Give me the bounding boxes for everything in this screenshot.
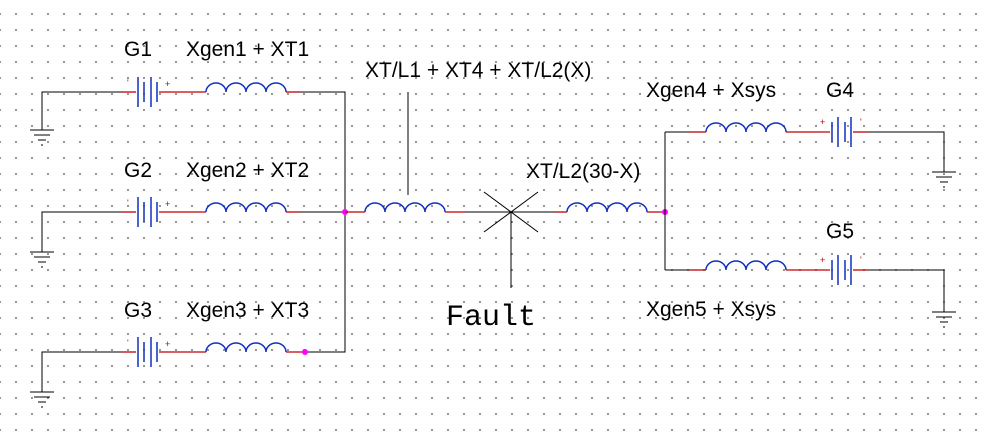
label-reactance-g5: Xgen5 + Xsys xyxy=(646,298,776,321)
battery-g4 xyxy=(831,117,852,147)
polarity-plus-g2: + xyxy=(165,199,170,209)
label-g4: G4 xyxy=(826,79,854,102)
polarity-minus-g1: ' xyxy=(127,78,129,88)
battery-g2 xyxy=(137,197,158,227)
branch-g5: + ' G5 Xgen5 + Xsys xyxy=(646,220,956,328)
polarity-minus-g3: ' xyxy=(127,338,129,348)
inductor-left-line xyxy=(364,202,446,213)
label-right-line: XT/L2(30-X) xyxy=(526,160,640,183)
label-reactance-g4: Xgen4 + Xsys xyxy=(646,79,776,102)
ground-g1 xyxy=(30,129,54,146)
polarity-minus-g5: ' xyxy=(860,255,862,265)
polarity-plus-g5: + xyxy=(820,255,825,265)
battery-g5 xyxy=(831,255,852,285)
label-fault: Fault xyxy=(446,301,536,335)
battery-g3 xyxy=(137,337,158,367)
polarity-plus-g3: + xyxy=(165,339,170,349)
inductor-right-line xyxy=(566,202,648,213)
polarity-plus-g1: + xyxy=(165,79,170,89)
fault-marker xyxy=(483,191,539,288)
branch-g2: ' + G2 Xgen2 + XT2 xyxy=(30,159,345,268)
label-left-line: XT/L1 + XT4 + XT/L2(X) xyxy=(365,59,591,82)
label-g2: G2 xyxy=(124,159,152,182)
inductor-g5 xyxy=(705,260,787,271)
ground-g2 xyxy=(30,251,54,268)
label-g5: G5 xyxy=(826,220,854,243)
branch-g4: + ' Xgen4 + Xsys G4 xyxy=(646,79,956,188)
ground-g5 xyxy=(932,311,956,328)
wire-g1-ground xyxy=(41,91,122,130)
branch-g1: ' + G1 Xgen1 + XT1 xyxy=(30,38,346,212)
battery-g1 xyxy=(137,77,158,107)
label-g1: G1 xyxy=(124,38,152,61)
label-g3: G3 xyxy=(124,299,152,322)
inductor-g1 xyxy=(205,82,287,93)
wire-g3-ground xyxy=(41,351,122,392)
label-reactance-g1: Xgen1 + XT1 xyxy=(186,38,309,61)
node-g3-terminal xyxy=(302,349,308,355)
ground-g3 xyxy=(30,391,54,408)
label-reactance-g2: Xgen2 + XT2 xyxy=(186,159,309,182)
branch-g3: ' + G3 Xgen3 + XT3 xyxy=(30,212,346,408)
label-reactance-g3: Xgen3 + XT3 xyxy=(186,299,309,322)
inductor-g3 xyxy=(205,342,287,353)
ground-g4 xyxy=(932,171,956,188)
main-line: XT/L1 + XT4 + XT/L2(X) Fault XT/L2(30-X) xyxy=(342,59,668,335)
polarity-minus-g2: ' xyxy=(127,198,129,208)
inductor-g4 xyxy=(705,122,787,133)
polarity-minus-g4: ' xyxy=(860,117,862,127)
inductor-g2 xyxy=(205,202,287,213)
wire-g2-ground xyxy=(41,211,122,252)
polarity-plus-g4: + xyxy=(820,117,825,127)
